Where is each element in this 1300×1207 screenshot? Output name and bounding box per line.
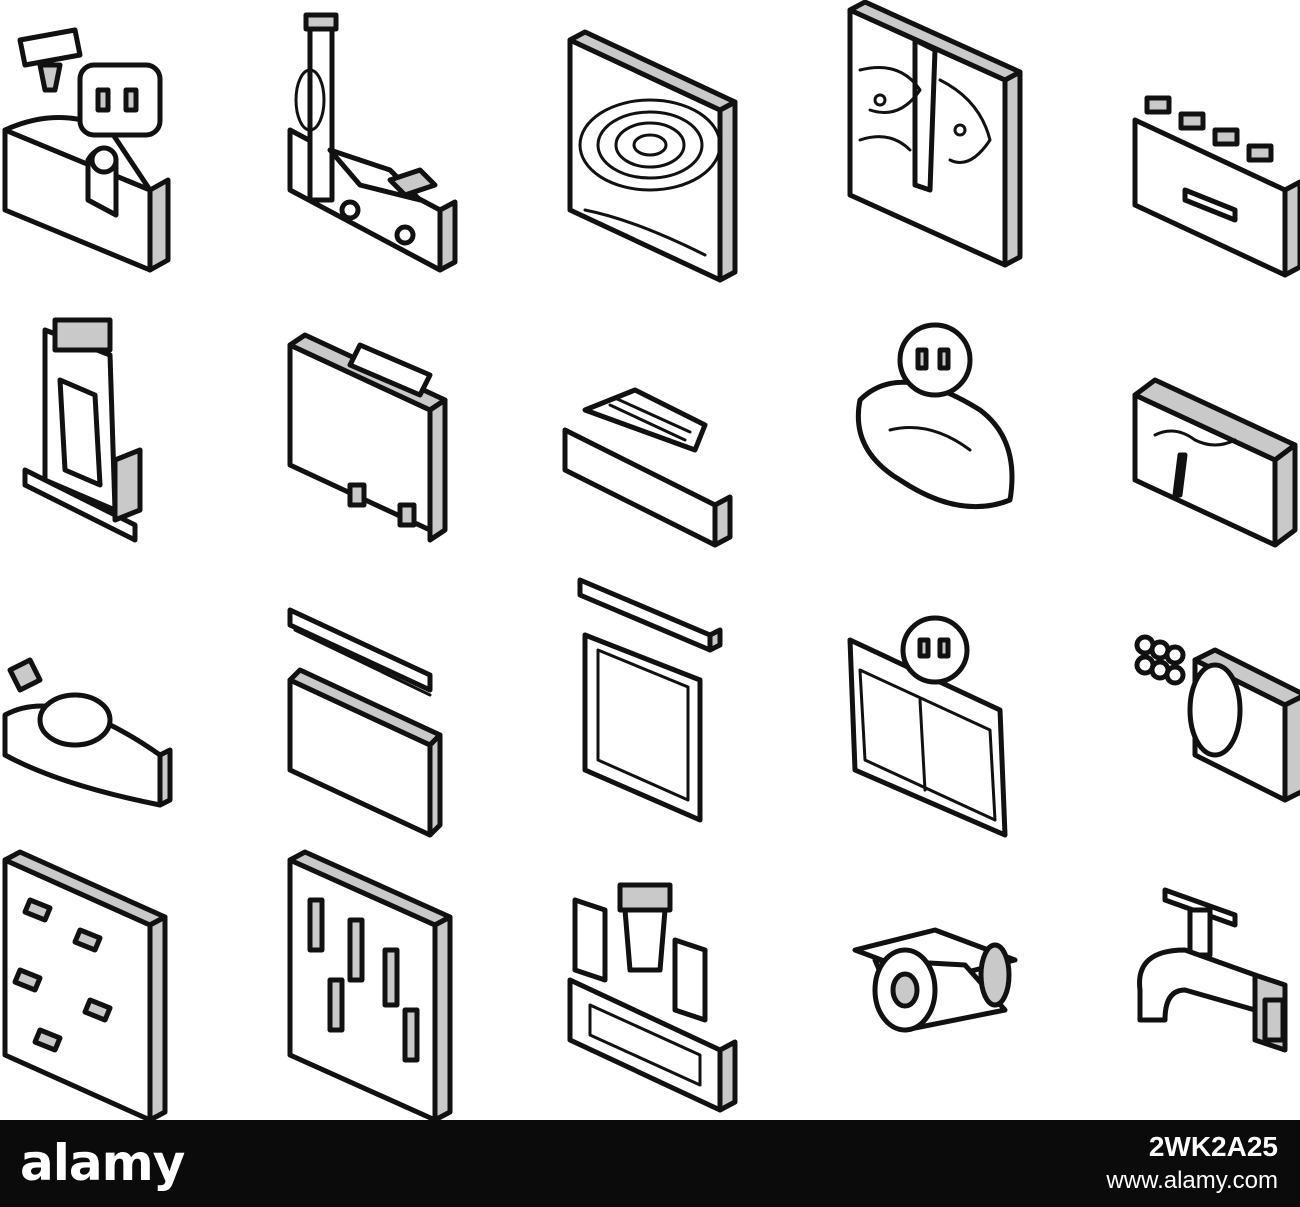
gate-frame-icon bbox=[560, 575, 780, 825]
pump-station-icon bbox=[565, 880, 785, 1130]
pipe-bundle-icon bbox=[1125, 620, 1300, 870]
alamy-logo: alamy bbox=[20, 1134, 185, 1192]
conveyor-block-icon bbox=[555, 370, 775, 620]
watermark-footer: alamy 2WK2A25 www.alamy.com bbox=[0, 1120, 1300, 1207]
icon-grid bbox=[0, 0, 1300, 1123]
pillar-row-icon bbox=[1125, 80, 1300, 330]
url-text: www.alamy.com bbox=[1106, 1167, 1278, 1194]
open-pit-quarry-icon bbox=[555, 20, 775, 283]
mine-shaft-icon bbox=[840, 0, 1060, 268]
drilling-rig-icon bbox=[270, 10, 490, 273]
stone-wall-icon bbox=[0, 849, 220, 1123]
scaffold-frame-icon bbox=[270, 315, 490, 565]
water-faucet-icon bbox=[1125, 880, 1300, 1130]
boat-icon bbox=[0, 655, 220, 905]
image-id-text: 2WK2A25 bbox=[1148, 1131, 1278, 1162]
stock-info: 2WK2A25 www.alamy.com bbox=[1106, 1130, 1278, 1198]
water-tank-icon bbox=[1125, 365, 1300, 615]
layered-slabs-icon bbox=[280, 600, 500, 850]
cable-roll-icon bbox=[845, 920, 1065, 1170]
pond-location-icon bbox=[840, 320, 1060, 570]
tower-structure-icon bbox=[15, 310, 235, 560]
miner-worker-icon bbox=[0, 10, 220, 273]
rock-strata-icon bbox=[285, 849, 505, 1123]
recycling-panel-icon bbox=[840, 615, 1060, 870]
